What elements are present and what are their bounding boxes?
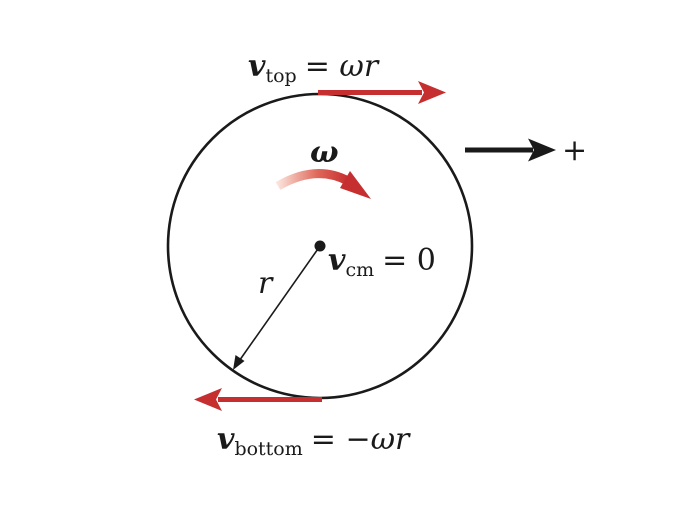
cm-velocity-subscript: cm [345,259,374,281]
positive-direction-label: + [562,133,587,168]
bottom-velocity-subscript: bottom [234,438,302,460]
radius-label: r [258,266,274,301]
cm-velocity-symbol: v [328,243,346,278]
top-velocity-label: vtop = ωr [248,49,380,87]
top-velocity-value: = ωr [305,49,380,84]
bottom-velocity-label: vbottom = −ωr [217,422,411,460]
rotation-arrow [275,169,371,199]
top-velocity-arrow [318,81,446,104]
bottom-velocity-symbol: v [217,422,235,457]
bottom-velocity-arrow [194,388,322,411]
cm-velocity-value: = 0 [382,243,436,278]
cm-velocity-label: vcm = 0 [328,243,436,281]
positive-direction-arrow [465,138,556,162]
omega-label: ω [310,135,339,170]
top-velocity-subscript: top [265,65,296,87]
bottom-velocity-value: = −ωr [311,422,411,457]
top-velocity-symbol: v [248,49,266,84]
radius-arrow [233,245,321,370]
